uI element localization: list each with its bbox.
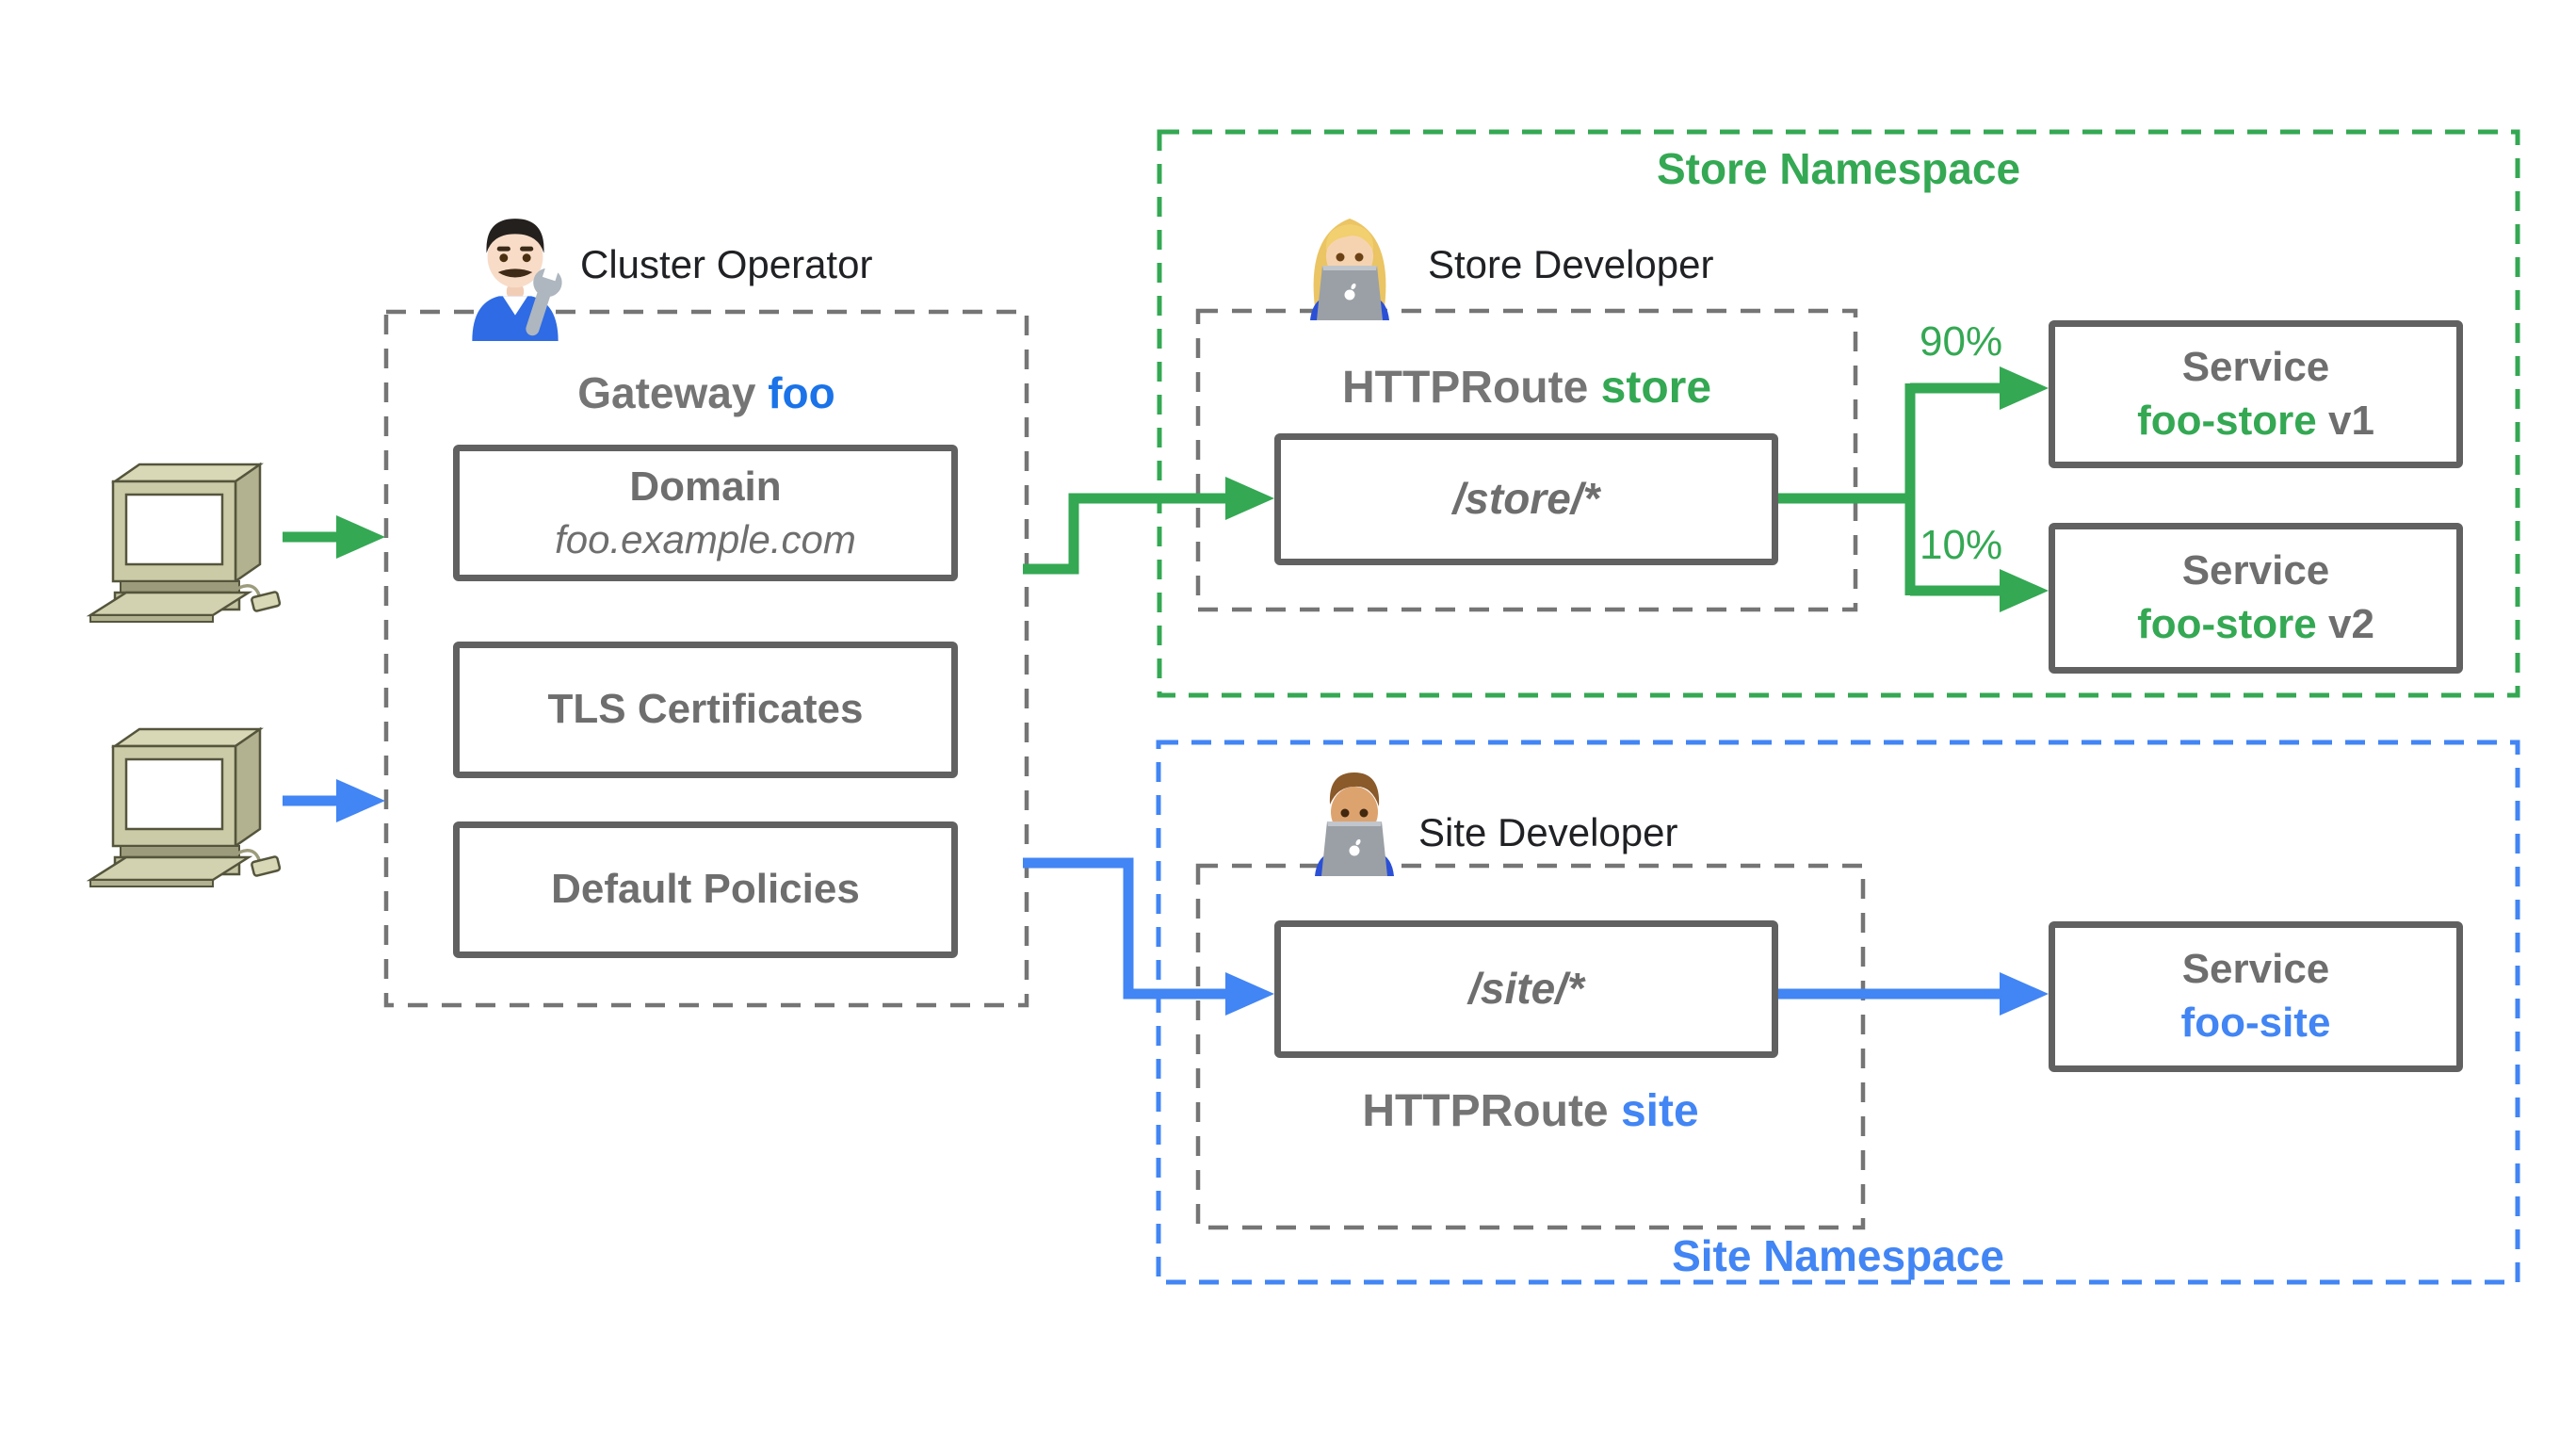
green-traffic-lines: [283, 382, 2002, 596]
tls-certificates-box: TLS Certificates: [453, 642, 958, 778]
gateway-title-name: foo: [768, 368, 835, 417]
site-path-box: /site/*: [1274, 920, 1778, 1058]
service-foo-store-v1-box: Service foo-store v1: [2049, 320, 2463, 468]
service-site-name-line: foo-site: [2181, 999, 2331, 1049]
site-path-label: /site/*: [1468, 964, 1584, 1014]
service-v1-name-line: foo-store v1: [2137, 397, 2374, 447]
weight-90-label: 90%: [1920, 318, 2003, 365]
service-foo-site-box: Service foo-site: [2049, 921, 2463, 1072]
blue-traffic-lines: [283, 795, 2002, 1000]
gateway-dashed-box: [383, 309, 1029, 1008]
store-path-box: /store/*: [1274, 433, 1778, 565]
domain-box-title: Domain: [629, 463, 782, 510]
site-namespace-title: Site Namespace: [1672, 1231, 2004, 1280]
service-site-name: foo-site: [2180, 1000, 2331, 1046]
httproute-site-prefix: HTTPRoute: [1362, 1086, 1609, 1136]
httproute-store-label: HTTPRoute store: [1198, 362, 1855, 414]
gateway-title-prefix: Gateway: [577, 368, 756, 417]
httproute-site-label: HTTPRoute site: [1198, 1085, 1863, 1137]
desktop-computer-icon: [86, 462, 282, 623]
store-namespace-title: Store Namespace: [1656, 144, 2021, 193]
service-v2-name-line: foo-store v2: [2137, 600, 2374, 650]
green-arrowheads: [336, 366, 2049, 612]
site-developer-label: Site Developer: [1418, 810, 1678, 854]
service-v1-title: Service: [2181, 343, 2330, 390]
httproute-store-prefix: HTTPRoute: [1341, 363, 1589, 413]
default-policies-box: Default Policies: [453, 821, 958, 958]
httproute-site-dashed-box: [1195, 863, 1866, 1230]
store-path-label: /store/*: [1452, 474, 1600, 524]
weight-10-label: 10%: [1920, 522, 2003, 568]
tls-certificates-label: TLS Certificates: [547, 686, 864, 733]
gateway-title: Gateway foo: [386, 367, 1027, 418]
domain-box-value: foo.example.com: [555, 516, 856, 561]
cluster-operator-label: Cluster Operator: [580, 242, 873, 286]
blue-arrowheads: [336, 779, 2049, 1016]
man-mechanic-emoji: [472, 219, 562, 341]
domain-box: Domain foo.example.com: [453, 445, 958, 581]
store-developer-label: Store Developer: [1428, 242, 1714, 286]
service-v2-version: v2: [2327, 601, 2374, 647]
man-technologist-emoji: [1315, 772, 1394, 876]
desktop-computer-icon: [86, 726, 282, 887]
service-v2-title: Service: [2181, 547, 2330, 594]
store-namespace-dashed-box: [1157, 129, 2520, 698]
service-v1-version: v1: [2327, 397, 2374, 444]
default-policies-label: Default Policies: [551, 866, 860, 913]
woman-technologist-emoji: [1310, 219, 1389, 320]
service-v1-name: foo-store: [2137, 397, 2317, 444]
site-namespace-dashed-box: [1156, 740, 2520, 1285]
httproute-site-name: site: [1620, 1086, 1699, 1136]
service-v2-name: foo-store: [2137, 601, 2317, 647]
service-site-title: Service: [2181, 946, 2330, 993]
httproute-store-name: store: [1600, 363, 1712, 413]
service-foo-store-v2-box: Service foo-store v2: [2049, 523, 2463, 674]
